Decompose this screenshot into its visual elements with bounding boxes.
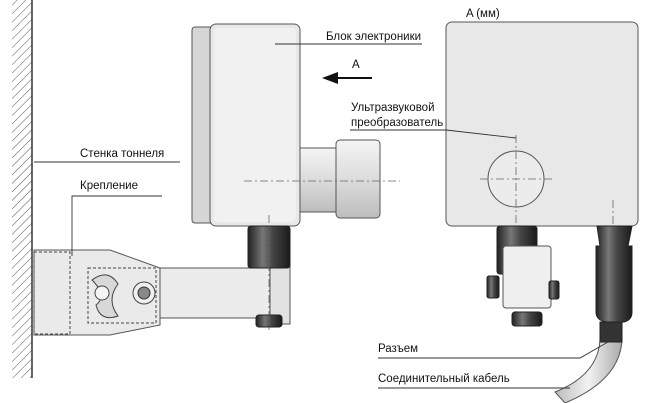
electronics-unit-side-view	[191, 23, 400, 330]
connector-label: Разъем	[378, 343, 418, 355]
view-a-label: A (мм)	[466, 8, 500, 20]
electronics-unit-view-a	[445, 21, 639, 403]
direction-arrow-a	[322, 72, 372, 84]
tunnel-wall	[12, 0, 33, 378]
mount-label: Крепление	[80, 180, 138, 192]
electronics-unit-label: Блок электроники	[326, 31, 421, 43]
transducer-label-line1: Ультразвуковой	[351, 102, 435, 114]
transducer-label-line2: преобразователь	[351, 117, 443, 129]
leader-lines	[34, 43, 609, 389]
tunnel-wall-label: Стенка тоннеля	[80, 148, 164, 160]
cable-label: Соединительный кабель	[378, 373, 510, 385]
arrow-a-label: А	[352, 59, 360, 71]
